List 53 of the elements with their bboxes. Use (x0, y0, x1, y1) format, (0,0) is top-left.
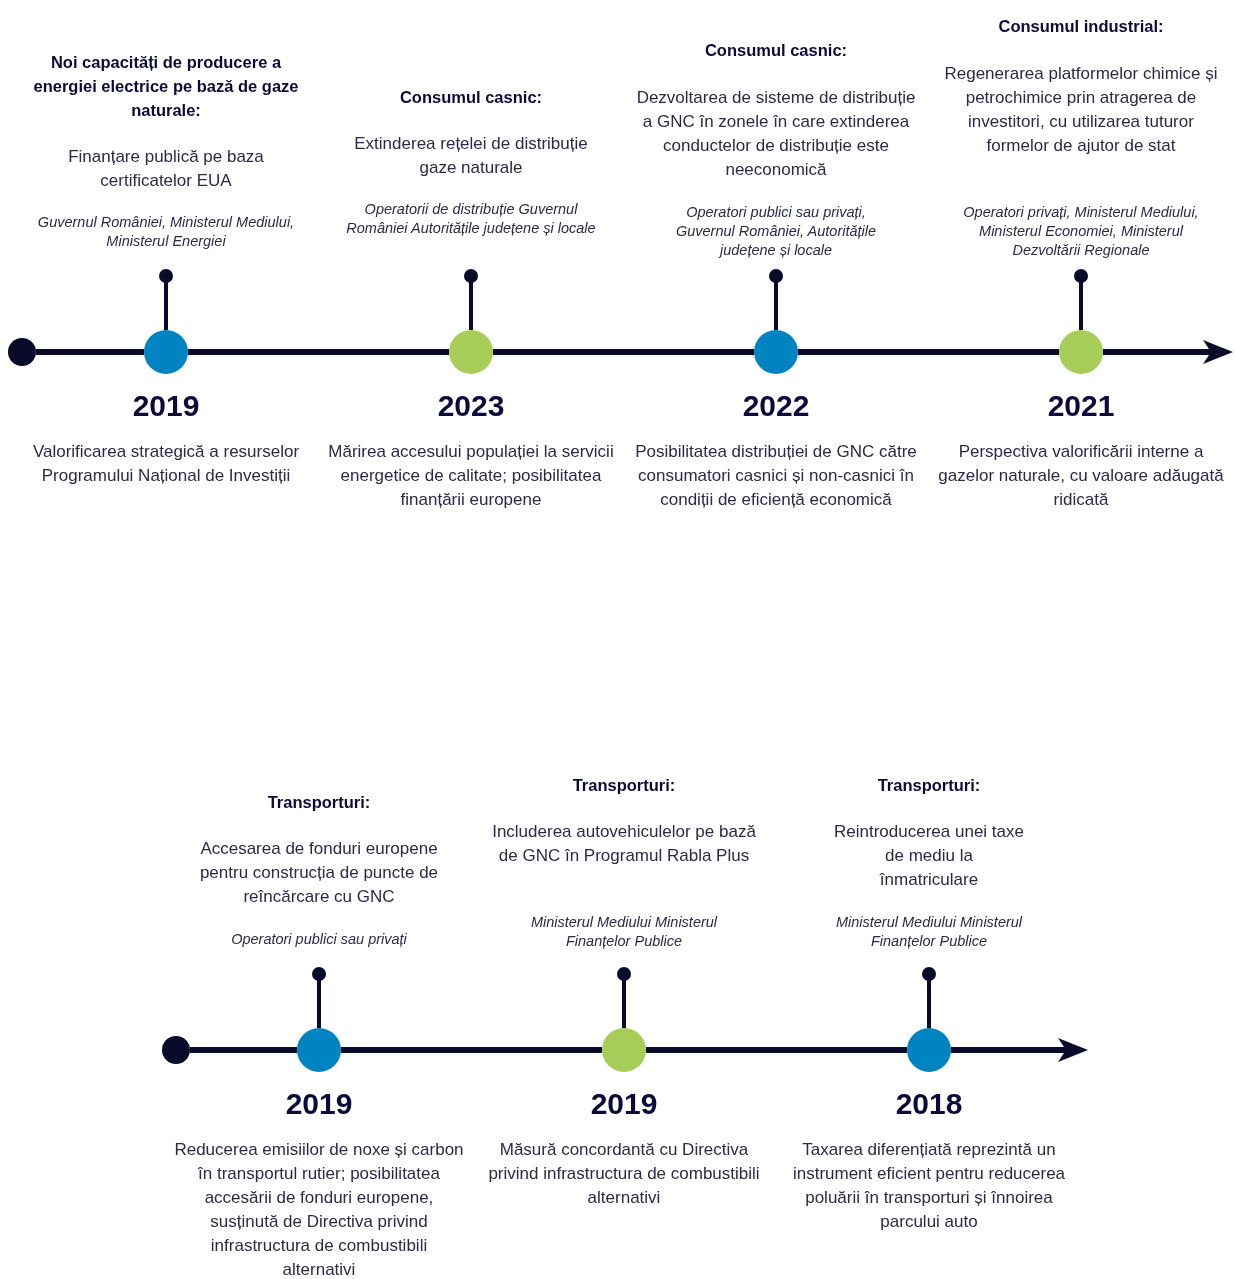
timeline-arrow (951, 1038, 1088, 1062)
timeline-start-dot (8, 338, 36, 366)
description-text: Includerea autovehiculelor pe bază de GNC în Programul Rabla Plus (491, 821, 757, 867)
timeline-line (190, 1047, 297, 1053)
milestone-dot (754, 330, 798, 374)
stakeholder-text: Ministerul Mediului Ministerul Finanțelor Publice (529, 913, 719, 951)
year-label: 2019 (131, 388, 201, 424)
description-text: Extinderea rețelei de distribuție gaze naturale (353, 133, 589, 179)
timeline-line (646, 1047, 907, 1053)
category-heading: Consumul casnic: (398, 87, 544, 108)
outcome-text: Mărirea accesului populației la servicii energetice de calitate; posibilitatea finanțării europene (327, 441, 615, 511)
stakeholder-text: Operatori publici sau privați, Guvernul României, Autoritățile județene și locale (674, 203, 878, 260)
stakeholder-text: Operatori privați, Ministerul Mediului, Ministerul Economiei, Ministerul Dezvoltării Regionale (962, 203, 1200, 260)
year-label: 2023 (436, 388, 506, 424)
description-text: Accesarea de fonduri europene pentru construcția de puncte de reîncărcare cu GNC (198, 838, 440, 908)
stakeholder-text: Operatorii de distribuție Guvernul României Autoritățile județene și locale (346, 200, 596, 238)
stakeholder-text: Operatori publici sau privați (230, 930, 408, 949)
category-heading: Transporturi: (266, 792, 372, 813)
timeline-line (188, 349, 449, 355)
outcome-text: Măsură concordantă cu Directiva privind infrastructura de combustibili alternativi (487, 1139, 761, 1209)
stakeholder-text: Guvernul României, Ministerul Mediului, Ministerul Energiei (36, 213, 296, 251)
description-text: Dezvoltarea de sisteme de distribuție a GNC în zonele în care extinderea conductelor de distribuție este neeconomică (635, 87, 917, 181)
outcome-text: Valorificarea strategică a resurselor Programului Național de Investiții (31, 441, 301, 487)
milestone-dot (602, 1028, 646, 1072)
outcome-text: Taxarea diferențiată reprezintă un instrument eficient pentru reducerea poluării în transporturi și înnoirea parcului auto (791, 1139, 1067, 1233)
description-text: Finanțare publică pe baza certificatelor EUA (67, 146, 265, 192)
category-heading: Transporturi: (876, 775, 982, 796)
year-label: 2019 (589, 1086, 659, 1122)
category-heading: Consumul industrial: (997, 16, 1165, 37)
year-label: 2022 (741, 388, 811, 424)
milestone-dot (297, 1028, 341, 1072)
description-text: Regenerarea platformelor chimice și petrochimice prin atragerea de investitori, cu utilizarea tuturor formelor de ajutor de stat (943, 63, 1219, 157)
milestone-dot (1059, 330, 1103, 374)
timeline-line (36, 349, 144, 355)
milestone-dot (144, 330, 188, 374)
outcome-text: Reducerea emisiilor de noxe și carbon în transportul rutier; posibilitatea accesării de fonduri europene, susținută de Directiva privind infrastructura de combustibili alternativi (174, 1139, 464, 1279)
milestone-dot (449, 330, 493, 374)
timeline-line (341, 1047, 602, 1053)
timeline-line (493, 349, 754, 355)
stakeholder-text: Ministerul Mediului Ministerul Finanțelor Publice (834, 913, 1024, 951)
description-text: Reintroducerea unei taxe de mediu la înmatriculare (834, 821, 1024, 891)
category-heading: Consumul casnic: (703, 40, 849, 61)
timeline-arrow (1103, 340, 1233, 364)
year-label: 2019 (284, 1086, 354, 1122)
year-label: 2018 (894, 1086, 964, 1122)
outcome-text: Posibilitatea distribuției de GNC către consumatori casnici și non-casnici în condiții de eficiență economică (634, 441, 918, 511)
category-heading: Noi capacități de producere a energiei electrice pe bază de gaze naturale: (32, 52, 300, 121)
year-label: 2021 (1046, 388, 1116, 424)
category-heading: Transporturi: (571, 775, 677, 796)
outcome-text: Perspectiva valorificării interne a gazelor naturale, cu valoare adăugată ridicată (937, 441, 1225, 511)
milestone-dot (907, 1028, 951, 1072)
timeline-line (798, 349, 1059, 355)
timeline-start-dot (162, 1036, 190, 1064)
